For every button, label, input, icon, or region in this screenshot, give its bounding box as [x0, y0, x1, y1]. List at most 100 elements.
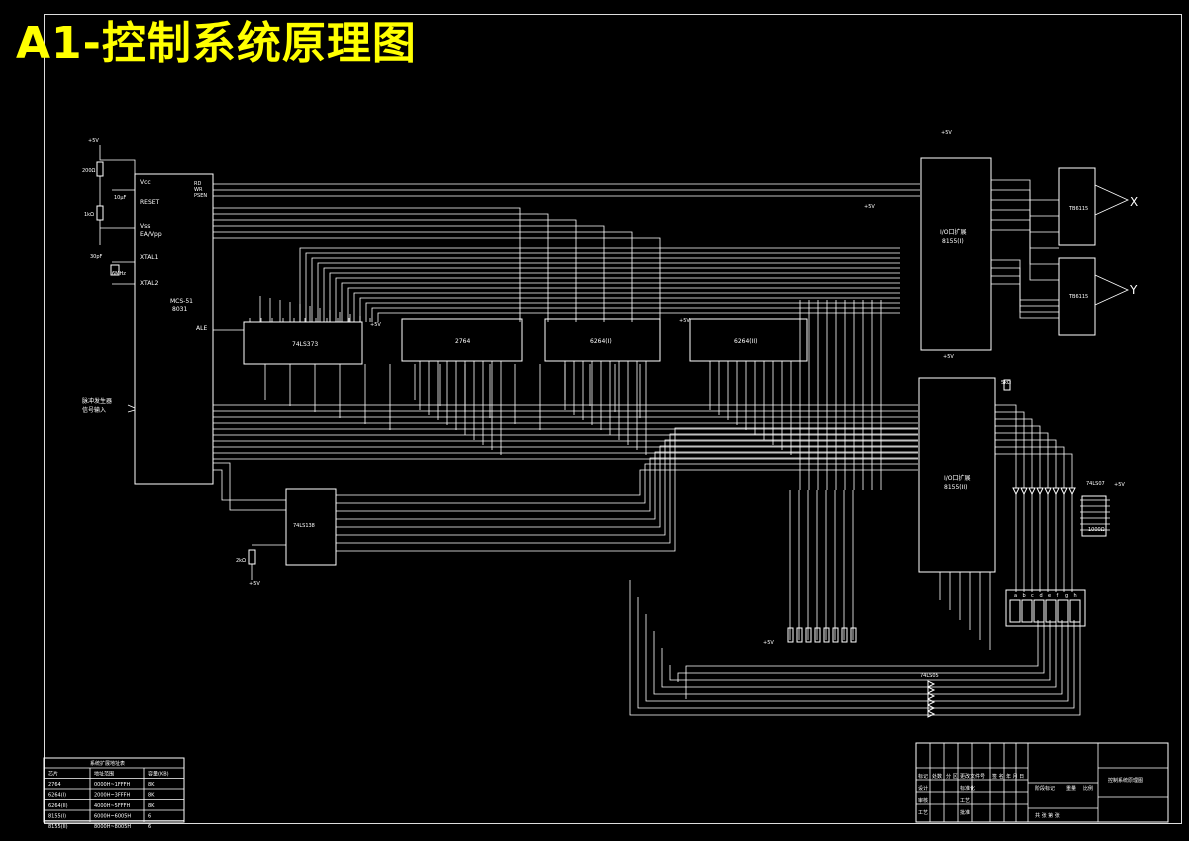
- cpu-pin-wr: WR: [194, 187, 203, 193]
- axis-x-label: X: [1130, 195, 1138, 209]
- segment-letter: h: [1074, 593, 1077, 599]
- segment-letter: f: [1057, 593, 1059, 599]
- c-top-label: 10μF: [114, 195, 127, 201]
- addr-table-cell: 8155(II): [48, 824, 68, 830]
- addr-table-cell: 2000H~3FFFH: [94, 793, 130, 799]
- title-block-drawing-name: 控制系统原理图: [1108, 777, 1143, 784]
- eprom-name: 2764: [455, 338, 470, 345]
- svg-text:+5V: +5V: [370, 322, 381, 328]
- title-block-cell: 签 名: [992, 773, 1004, 780]
- svg-text:+5V: +5V: [763, 640, 774, 646]
- ram1-name: 6264(I): [590, 338, 612, 345]
- latch-chip: 74LS373: [243, 321, 363, 365]
- decoder-chip: 74LS138 2kΩ: [236, 488, 337, 566]
- title-block-cell: 设计: [918, 785, 928, 792]
- vcc-label-reset: +5V: [88, 138, 99, 144]
- title-block-cell: 年 月 日: [1006, 773, 1024, 780]
- io1-name-a: I/O口扩展: [940, 228, 967, 236]
- cpu-pin-x2: XTAL2: [140, 280, 159, 287]
- addr-table-cell: 4000H~5FFFH: [94, 803, 130, 809]
- addr-table-header: 容量(KB): [148, 771, 169, 778]
- segment-letter: b: [1023, 593, 1026, 599]
- segment-letter: c: [1031, 593, 1034, 599]
- title-block-cell: 工艺: [918, 810, 928, 816]
- addr-table-header: 地址范围: [94, 771, 114, 778]
- seven-segment-digit: [1021, 599, 1033, 623]
- c-crystal-label: 30pF: [90, 254, 103, 260]
- title-block-cell: 批准: [960, 809, 970, 816]
- cpu-sub: 8031: [172, 306, 187, 313]
- seven-segment-digit: [1057, 599, 1069, 623]
- driver-x-chip: TB6115 X: [1058, 167, 1138, 246]
- title-block-cell: 更改文件号: [960, 773, 985, 780]
- drawing-title: A1-控制系统原理图: [16, 18, 417, 69]
- resistor-net-name: 1000Ω: [1088, 527, 1105, 533]
- title-block: 控制系统原理图 阶段标记 重量 比例 共 张 第 张 标记处数分 区更改文件号签…: [915, 742, 1169, 823]
- addr-table-cell: 8K: [148, 793, 155, 799]
- ram1-chip: 6264(I): [544, 318, 661, 362]
- driver-y-chip: TB6115 Y: [1058, 257, 1138, 336]
- svg-text:+5V: +5V: [249, 581, 260, 587]
- addr-table-cell: 2764: [48, 782, 61, 788]
- cpu-pin-ale: ALE: [196, 325, 207, 332]
- r-top-label: 200Ω: [82, 168, 96, 174]
- addr-table-cell: 8155(I): [48, 814, 66, 820]
- addr-table-header: 芯片: [48, 771, 58, 778]
- cpu-pin-reset: RESET: [140, 199, 160, 206]
- segment-letter: g: [1065, 593, 1068, 599]
- title-block-cell: 审核: [918, 797, 928, 804]
- title-block-cell: 标准化: [960, 785, 975, 792]
- axis-y-label: Y: [1129, 283, 1138, 297]
- addr-table-cell: 8K: [148, 782, 155, 788]
- addr-table-cell: 6000H~6005H: [94, 814, 131, 820]
- segment-letter: a: [1014, 593, 1017, 599]
- r-io-label: 5kΩ: [1001, 380, 1011, 386]
- wire-network: +5V+5V+5V+5V+5V+5V+5V+5V: [96, 130, 1129, 718]
- addr-table-cell: 6264(I): [48, 793, 66, 799]
- seven-segment-digit: [1045, 599, 1057, 623]
- driver-y-name: TB6115: [1068, 294, 1088, 300]
- cpu-chip: Vcc RESET Vss EA/Vpp XTAL1 XTAL2 MCS-51 …: [134, 173, 214, 485]
- title-block-sheets: 共 张 第 张: [1035, 812, 1060, 819]
- cpu-pin-psen: PSEN: [194, 193, 207, 199]
- addr-table-cell: 8000H~8005H: [94, 824, 131, 830]
- io2-chip: I/O口扩展 8155(II): [918, 377, 996, 573]
- addr-table-cell: 6: [148, 824, 151, 830]
- cpu-pin-vss: Vss: [140, 223, 150, 230]
- drawing-frame: [44, 14, 1182, 824]
- io2-name-b: 8155(II): [944, 484, 968, 491]
- title-block-stage: 阶段标记: [1035, 785, 1055, 792]
- svg-text:+5V: +5V: [941, 130, 952, 136]
- pulse-input-label-2: 信号输入: [82, 406, 106, 414]
- title-block-cell: 工艺: [960, 798, 970, 804]
- svg-text:+5V: +5V: [1114, 482, 1125, 488]
- io2-name-a: I/O口扩展: [944, 474, 971, 482]
- seven-segment-digit: [1033, 599, 1045, 623]
- title-block-weight: 重量: [1066, 785, 1076, 792]
- addr-table-cell: 6264(II): [48, 803, 68, 809]
- addr-table-cell: 6: [148, 814, 151, 820]
- ram2-name: 6264(II): [734, 338, 758, 345]
- latch-name: 74LS373: [292, 341, 318, 348]
- addr-table-title: 系统扩展地址表: [90, 760, 125, 767]
- svg-text:+5V: +5V: [864, 204, 875, 210]
- seven-segment-digit: [1069, 599, 1081, 623]
- crystal-label: 6MHz: [112, 271, 126, 277]
- io1-chip: I/O口扩展 8155(I): [920, 157, 992, 351]
- title-block-cell: 分 区: [946, 773, 958, 780]
- title-block-cell: 处数: [932, 773, 942, 780]
- title-block-scale: 比例: [1083, 785, 1093, 792]
- pulse-input-label-1: 脉冲发生器: [82, 397, 112, 405]
- cpu-pin-rd: RD: [194, 181, 201, 187]
- segment-letter: e: [1048, 593, 1051, 599]
- eprom-chip: 2764: [401, 318, 523, 362]
- svg-text:+5V: +5V: [943, 354, 954, 360]
- cpu-name: MCS-51: [170, 298, 193, 305]
- cpu-pin-vcc: Vcc: [140, 179, 151, 186]
- ram2-chip: 6264(II): [689, 318, 808, 362]
- cpu-pin-x1: XTAL1: [140, 254, 159, 261]
- r-mid-label: 1kΩ: [84, 212, 94, 218]
